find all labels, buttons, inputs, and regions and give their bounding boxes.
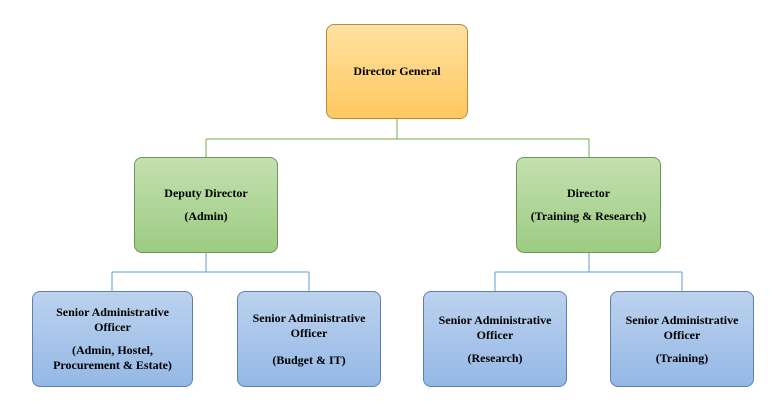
sao-budget-scope: (Budget & IT) xyxy=(272,352,346,367)
sao-training-officer: Officer xyxy=(663,327,701,342)
sao-admin-scope-line2: Procurement & Estate) xyxy=(53,358,172,372)
sao-research-officer: Officer xyxy=(476,327,514,342)
sao-training-title: Senior Administrative xyxy=(625,312,739,327)
sao-admin-officer: Officer xyxy=(94,320,131,334)
sao-admin-title: Senior Administrative xyxy=(56,305,169,319)
deputy-director-box[interactable]: Deputy Director (Admin) xyxy=(134,157,278,253)
director-title: Director xyxy=(566,186,611,200)
sao-admin-scope-line1: (Admin, Hostel, xyxy=(72,343,153,357)
sao-admin-box[interactable]: Senior Administrative Officer (Admin, Ho… xyxy=(32,291,193,387)
sao-budget-officer: Officer xyxy=(290,325,328,340)
director-subtitle: (Training & Research) xyxy=(530,209,647,223)
director-general-box[interactable]: Director General xyxy=(326,24,468,119)
sao-budget-box[interactable]: Senior Administrative Officer (Budget & … xyxy=(237,291,381,387)
blue-connectors xyxy=(111,253,683,291)
green-connectors xyxy=(205,119,590,157)
director-training-research-box[interactable]: Director (Training & Research) xyxy=(516,157,661,253)
sao-research-title: Senior Administrative xyxy=(438,312,552,327)
sao-budget-title: Senior Administrative xyxy=(252,310,366,325)
sao-research-scope: (Research) xyxy=(467,350,523,365)
deputy-director-subtitle: (Admin) xyxy=(184,209,228,223)
sao-training-scope: (Training) xyxy=(655,350,709,365)
sao-research-box[interactable]: Senior Administrative Officer (Research) xyxy=(423,291,567,387)
director-general-label: Director General xyxy=(353,64,441,78)
sao-training-box[interactable]: Senior Administrative Officer (Training) xyxy=(610,291,754,387)
deputy-director-title: Deputy Director xyxy=(164,186,248,200)
